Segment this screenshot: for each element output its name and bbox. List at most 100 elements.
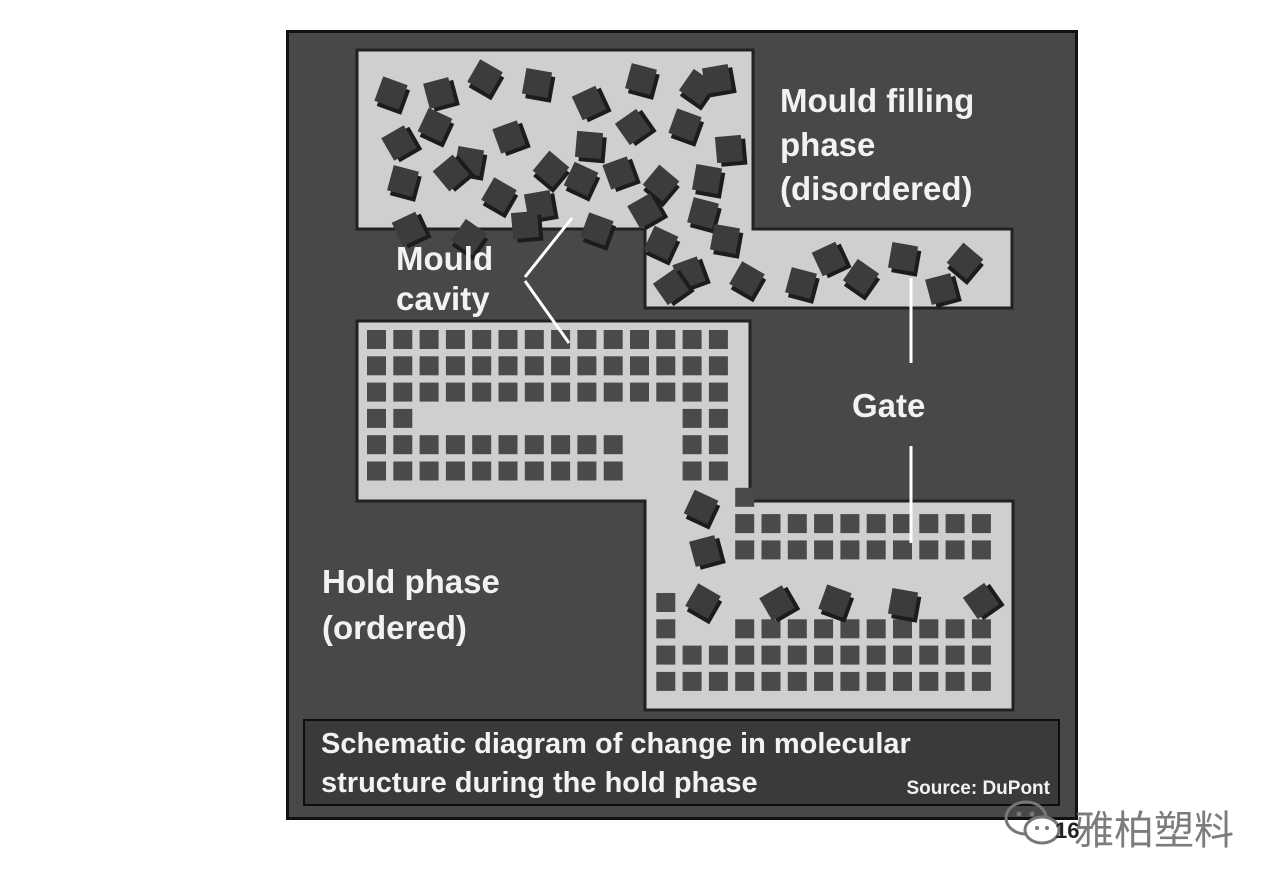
grid-cell [524, 356, 544, 376]
grid-cell [445, 382, 465, 402]
grid-cell [367, 408, 386, 428]
grid-cell [840, 514, 860, 534]
molecule-cube [521, 67, 556, 103]
grid-cell [814, 619, 834, 639]
grid-cell [630, 382, 649, 402]
grid-cell [367, 356, 386, 376]
molecule-cube [714, 134, 748, 167]
grid-cell [708, 408, 728, 428]
grid-cell [603, 382, 623, 402]
grid-cell [472, 382, 492, 402]
grid-cell [393, 461, 413, 481]
grid-cell [919, 619, 939, 639]
wechat-icon [1004, 800, 1061, 845]
grid-cell [840, 671, 860, 691]
molecule-cube [391, 211, 432, 249]
grid-cell [840, 645, 860, 665]
grid-cell [787, 619, 807, 639]
grid-cell [893, 619, 912, 639]
grid-cell [971, 671, 991, 691]
hold-phase-label: Hold phase (ordered) [322, 563, 500, 646]
grid-cell [735, 487, 755, 507]
grid-cell [393, 330, 413, 349]
grid-cell [866, 514, 886, 534]
molecule-cube [432, 154, 475, 192]
grid-cell [866, 619, 886, 639]
molecule-cube [423, 77, 460, 112]
grid-cell [524, 382, 544, 402]
grid-cell [945, 514, 965, 534]
grid-cell [472, 461, 492, 481]
molecule-cube [625, 63, 660, 100]
grid-cell [393, 382, 413, 402]
molecule-cube [450, 218, 489, 261]
molecule-cube [925, 273, 962, 308]
molecule-cube [574, 130, 607, 164]
grid-cell [445, 435, 465, 455]
grid-cell [787, 514, 807, 534]
grid-cell [577, 330, 597, 349]
grid-cell [893, 540, 912, 560]
grid-cell [945, 671, 965, 691]
grid-cell [945, 645, 965, 665]
grid-cell [735, 540, 755, 560]
grid-cell [893, 671, 912, 691]
grid-cell [761, 645, 781, 665]
grid-cell [971, 645, 991, 665]
grid-cell [419, 435, 439, 455]
grid-cell [735, 619, 755, 639]
grid-cell [551, 435, 571, 455]
grid-cell [840, 619, 860, 639]
grid-cell [445, 330, 465, 349]
page-number: 16 [1055, 818, 1080, 843]
molecule-cube [709, 223, 744, 259]
grid-cell [814, 540, 834, 560]
grid-cell [656, 619, 676, 639]
grid-cell [656, 330, 676, 349]
molecule-cube [652, 268, 695, 307]
grid-cell [682, 671, 702, 691]
molecule-cube [729, 261, 767, 303]
molecule-cube [602, 156, 641, 193]
grid-cell [367, 382, 386, 402]
grid-cell [419, 461, 439, 481]
grid-cell [656, 645, 676, 665]
grid-cell [419, 356, 439, 376]
grid-cell [656, 356, 676, 376]
grid-cell [630, 330, 649, 349]
molecule-cube [691, 163, 726, 199]
grid-cell [603, 356, 623, 376]
grid-cell [445, 356, 465, 376]
molecule-cube [614, 108, 657, 147]
grid-cell [893, 514, 912, 534]
grid-cell [735, 671, 755, 691]
grid-cell [761, 619, 781, 639]
gate-label: Gate [852, 387, 926, 424]
grid-cell [814, 671, 834, 691]
grid-cell [708, 330, 728, 349]
cavity-pointer-lower [523, 280, 571, 344]
molecule-cube [685, 583, 723, 625]
grid-cell [603, 435, 623, 455]
molecule-cube [510, 210, 544, 243]
molecule-cube [759, 585, 801, 623]
grid-cell [708, 356, 728, 376]
grid-cell [656, 671, 676, 691]
molecule-cube [818, 584, 855, 623]
grid-cell [472, 356, 492, 376]
grid-cell [682, 382, 702, 402]
molecule-cube [532, 150, 570, 193]
molecule-cube [785, 267, 820, 304]
molecule-cube [842, 258, 881, 301]
molecule-cube [683, 489, 721, 530]
grid-cell [682, 408, 702, 428]
molecule-cube [701, 63, 737, 98]
grid-cell [367, 330, 386, 349]
ordered-molecules [367, 330, 991, 691]
grid-cell [498, 382, 518, 402]
grid-cell [630, 356, 649, 376]
grid-cell [814, 514, 834, 534]
upper-mould-cavity [355, 48, 1014, 310]
grid-cell [945, 619, 965, 639]
grid-cell [708, 435, 728, 455]
